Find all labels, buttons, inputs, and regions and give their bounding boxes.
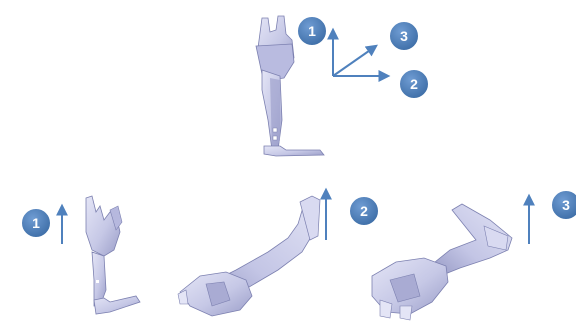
badge-view-3-label: 3 [562,197,570,213]
badge-axis-3-label: 3 [400,28,408,44]
view-3-model [372,204,512,320]
view-1-model [86,196,140,314]
badge-view-1: 1 [21,208,51,238]
badge-view-2: 2 [349,196,379,226]
badge-view-2-label: 2 [360,203,368,219]
view-2-group: 2 [178,190,379,316]
badge-axis-1: 1 [297,16,327,46]
axis-3-arrow [333,46,376,76]
axis-triad [333,30,388,76]
badge-axis-2: 2 [399,69,429,99]
badge-view-1-label: 1 [32,215,40,231]
badge-axis-2-label: 2 [410,76,418,92]
view-2-model [178,196,320,316]
badge-view-3: 3 [551,190,576,220]
view-3-group: 3 [372,190,576,320]
view-1-group: 1 [21,196,140,314]
badge-axis-1-label: 1 [308,23,316,39]
badge-axis-3: 3 [389,21,419,51]
